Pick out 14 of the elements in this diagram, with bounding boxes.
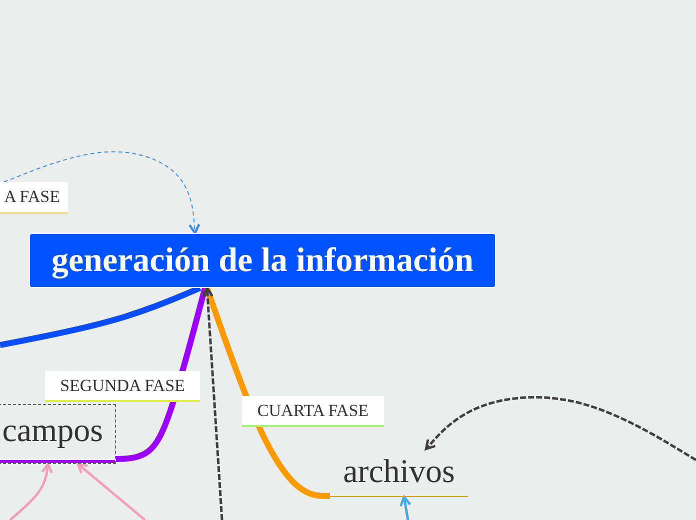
arrow <box>4 151 200 234</box>
edge-label: CUARTA FASE <box>242 396 384 427</box>
subtopic: archivos <box>330 449 468 497</box>
arrow <box>424 396 696 462</box>
arrow <box>400 496 412 520</box>
arrow <box>202 286 224 520</box>
arrow <box>76 462 146 520</box>
branch-line <box>204 287 330 499</box>
edge-label: SEGUNDA FASE <box>45 371 200 402</box>
branch-line <box>0 285 202 348</box>
arrow <box>9 462 53 520</box>
branch-label: A FASE <box>0 182 68 214</box>
topic-box: generación de la información <box>29 233 496 288</box>
subtopic-box: campos <box>0 404 116 464</box>
